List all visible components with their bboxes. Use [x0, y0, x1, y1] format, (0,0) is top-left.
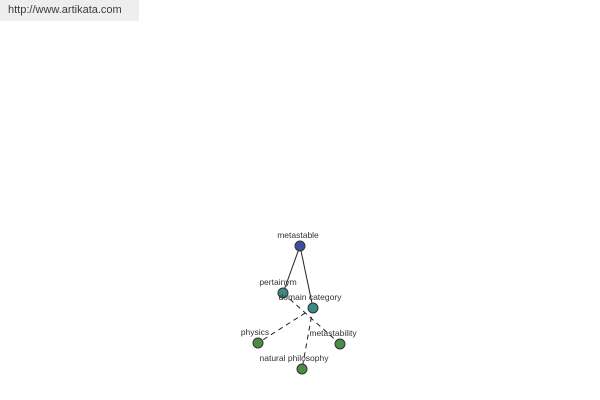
node-label: physics: [241, 327, 269, 337]
node-physics[interactable]: physics: [241, 327, 269, 349]
edge-root-domain-category: [299, 245, 314, 309]
node-label: pertainym: [259, 277, 296, 287]
node-label: domain category: [279, 292, 343, 302]
edge-root-pertainym: [282, 245, 301, 294]
graph-nodes: metastable pertainym domain category phy…: [241, 230, 357, 375]
node-natural-philosophy[interactable]: natural philosophy: [260, 353, 330, 375]
graph-edges: [257, 245, 341, 370]
edge-domain-category-natural-philosophy: [301, 307, 314, 370]
node-marker[interactable]: [334, 338, 346, 350]
node-marker[interactable]: [296, 363, 308, 375]
node-marker[interactable]: [307, 302, 319, 314]
node-pertainym[interactable]: pertainym: [259, 277, 297, 299]
node-metastability[interactable]: metastability: [309, 328, 357, 350]
node-marker[interactable]: [294, 240, 306, 252]
node-label: natural philosophy: [260, 353, 330, 363]
node-marker[interactable]: [252, 337, 264, 349]
edge-domain-category-physics: [257, 307, 314, 344]
node-metastable[interactable]: metastable: [277, 230, 319, 252]
site-url-link[interactable]: http://www.artikata.com: [8, 4, 122, 16]
node-marker[interactable]: [277, 287, 289, 299]
url-bar: http://www.artikata.com: [0, 0, 139, 21]
node-label: metastability: [309, 328, 357, 338]
node-label: metastable: [277, 230, 319, 240]
node-domain-category[interactable]: domain category: [279, 292, 343, 314]
